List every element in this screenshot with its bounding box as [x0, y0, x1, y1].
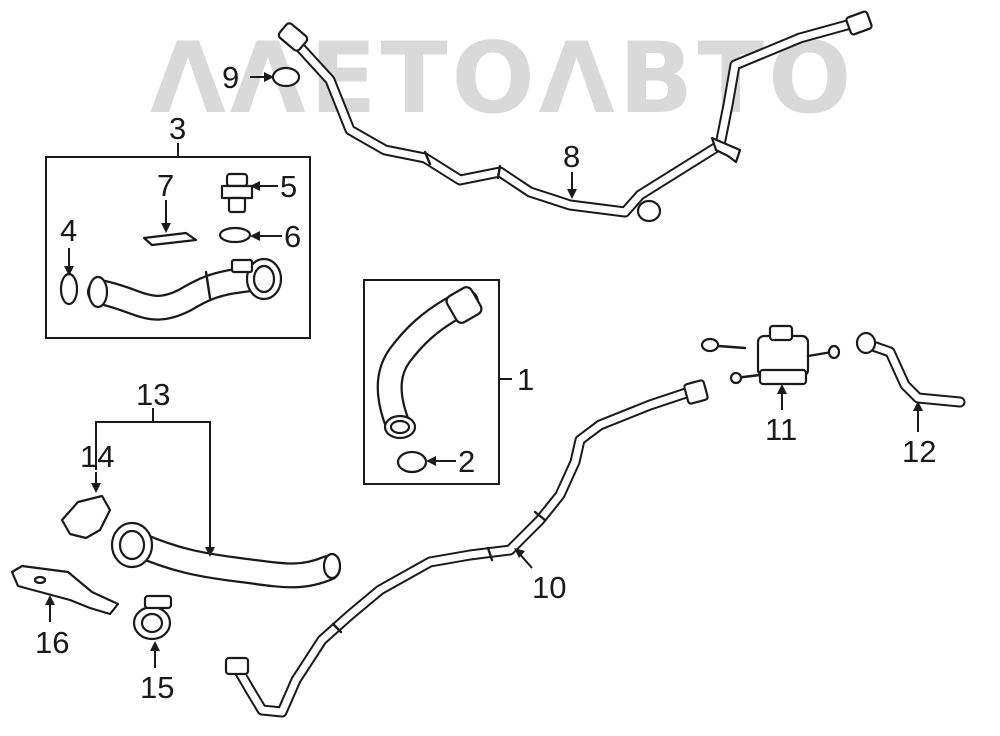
callout-6: 6 — [284, 219, 301, 254]
callout-labels: 1 2 3 4 5 6 7 8 9 10 11 12 13 14 15 16 — [35, 60, 936, 705]
callout-2: 2 — [458, 444, 475, 479]
part-2-o-ring — [396, 450, 428, 474]
part-5-sensor — [220, 172, 254, 214]
part-1-hose — [376, 286, 483, 440]
callout-9: 9 — [222, 60, 239, 95]
assembly-1-box — [363, 279, 512, 485]
callout-13: 13 — [136, 377, 170, 412]
part-4-o-ring — [59, 272, 79, 306]
part-12-hose — [855, 331, 966, 408]
part-8-coolant-tube — [277, 10, 873, 223]
callout-8: 8 — [563, 139, 580, 174]
callout-12: 12 — [902, 434, 936, 469]
watermark: ΛΛΕΤΟΛΒΤΟ — [150, 22, 856, 136]
part-10-coolant-tube — [224, 379, 709, 718]
part-11-valve — [700, 324, 841, 386]
part-3-hose — [87, 257, 283, 321]
assembly-3-box — [45, 143, 311, 339]
part-14-clip — [60, 494, 112, 540]
watermark-text: ΛΛΕΤΟΛΒΤΟ — [150, 22, 856, 136]
callout-1: 1 — [517, 362, 534, 397]
callout-7: 7 — [157, 168, 174, 203]
part-13-hose — [95, 408, 342, 589]
callout-3: 3 — [169, 111, 186, 146]
part-9-o-ring — [271, 66, 301, 88]
callout-5: 5 — [280, 169, 297, 204]
callout-16: 16 — [35, 625, 69, 660]
callout-11: 11 — [765, 412, 797, 447]
callout-14: 14 — [80, 439, 114, 474]
part-6-o-ring — [218, 226, 252, 244]
part-16-bracket — [10, 564, 120, 616]
part-7-clip — [142, 231, 198, 247]
part-15-grommet — [132, 594, 173, 641]
leaders — [45, 72, 923, 668]
callout-10: 10 — [532, 570, 566, 605]
callout-15: 15 — [140, 670, 174, 705]
callout-4: 4 — [60, 213, 77, 248]
